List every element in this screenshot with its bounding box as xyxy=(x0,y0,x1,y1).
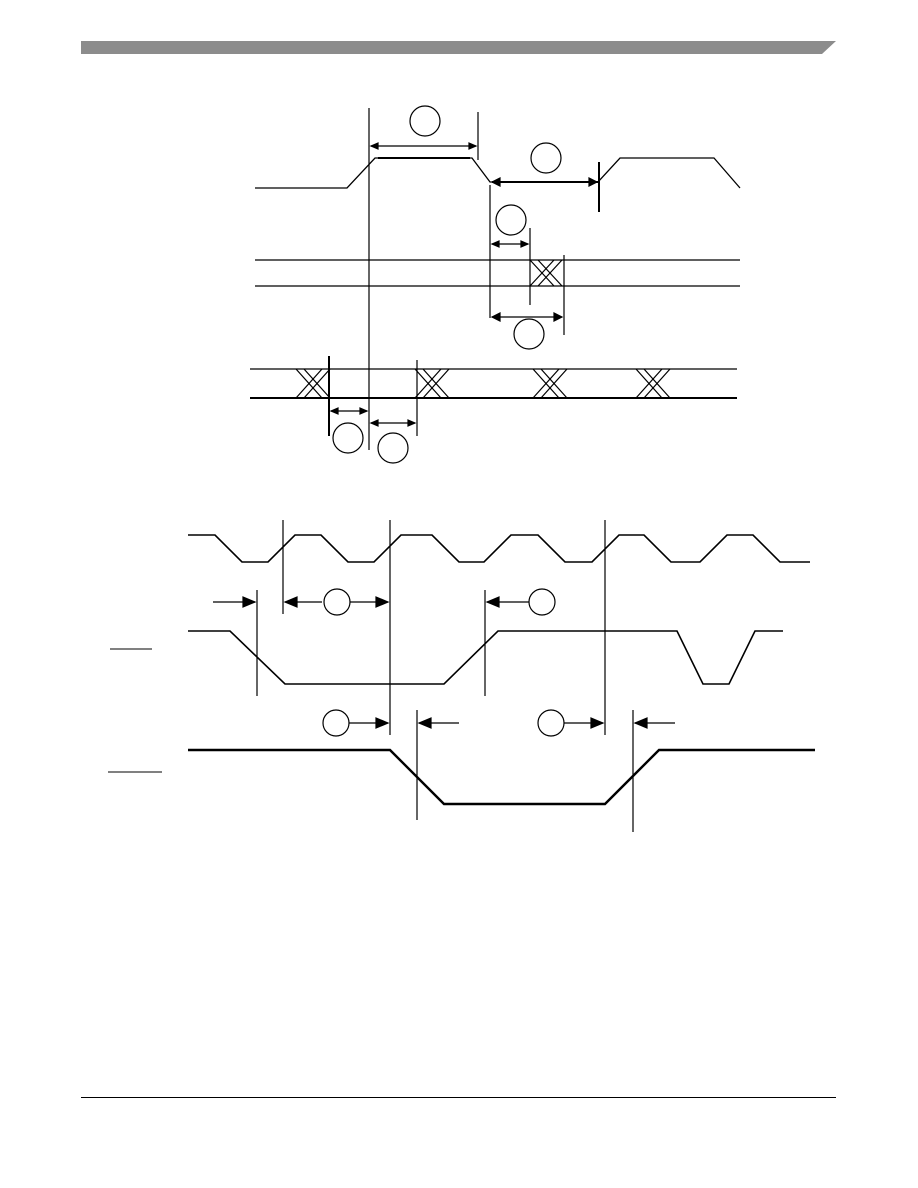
upper-callout-3 xyxy=(495,204,527,236)
upper-callout-4 xyxy=(513,318,545,350)
upper-timing-diagram xyxy=(250,105,741,464)
upper-callout-6 xyxy=(377,432,409,464)
upper-arrow-6-head-left xyxy=(369,419,379,427)
upper-arrow-2-head-right xyxy=(588,177,599,187)
upper-arrow-5-head-right xyxy=(359,407,369,415)
lower-callout-1 xyxy=(323,588,351,616)
header-bar-shape xyxy=(81,41,836,54)
footer-rule xyxy=(81,1097,836,1098)
header-bar xyxy=(81,41,836,54)
upper-arrow-1-head-left xyxy=(369,142,379,150)
upper-callout-5 xyxy=(332,422,364,454)
lower-arrow-6-head xyxy=(590,717,605,729)
upper-arrow-5-head-left xyxy=(329,407,339,415)
lower-timing-diagram xyxy=(108,520,815,832)
upper-clock-waveform xyxy=(255,157,741,189)
upper-arrow-4-head-right xyxy=(553,312,564,322)
lower-strobe-a-waveform xyxy=(188,630,783,685)
upper-arrow-6-head-right xyxy=(407,419,417,427)
upper-bus-x-2 xyxy=(529,259,555,287)
upper-arrow-1-head-right xyxy=(468,142,478,150)
upper-data-x-group-2 xyxy=(414,368,450,399)
lower-callout-2 xyxy=(528,588,556,616)
lower-arrow-2-head-right xyxy=(375,596,390,608)
upper-bus-x-4 xyxy=(537,259,563,287)
lower-strobe-b-waveform xyxy=(188,748,815,806)
upper-callout-1 xyxy=(409,105,441,137)
upper-arrow-4-head-left xyxy=(490,312,501,322)
upper-arrow-3-head-right xyxy=(520,240,530,248)
lower-callout-4 xyxy=(537,709,565,737)
lower-arrow-7-head xyxy=(633,717,648,729)
lower-arrow-3-head xyxy=(485,596,500,608)
lower-arrow-4-head xyxy=(375,717,390,729)
upper-callout-2 xyxy=(530,142,562,174)
upper-arrow-3-head-left xyxy=(490,240,500,248)
lower-arrow-2-head-left xyxy=(283,596,298,608)
upper-data-x-group-4 xyxy=(635,368,671,399)
upper-arrow-2-head-left xyxy=(490,177,501,187)
upper-data-x-group-1 xyxy=(295,368,331,399)
lower-arrow-1-head xyxy=(242,596,257,608)
lower-clock-waveform xyxy=(188,534,810,563)
lower-callout-3 xyxy=(322,709,350,737)
lower-arrow-5-head xyxy=(417,717,432,729)
upper-data-x-group-3 xyxy=(532,368,568,399)
